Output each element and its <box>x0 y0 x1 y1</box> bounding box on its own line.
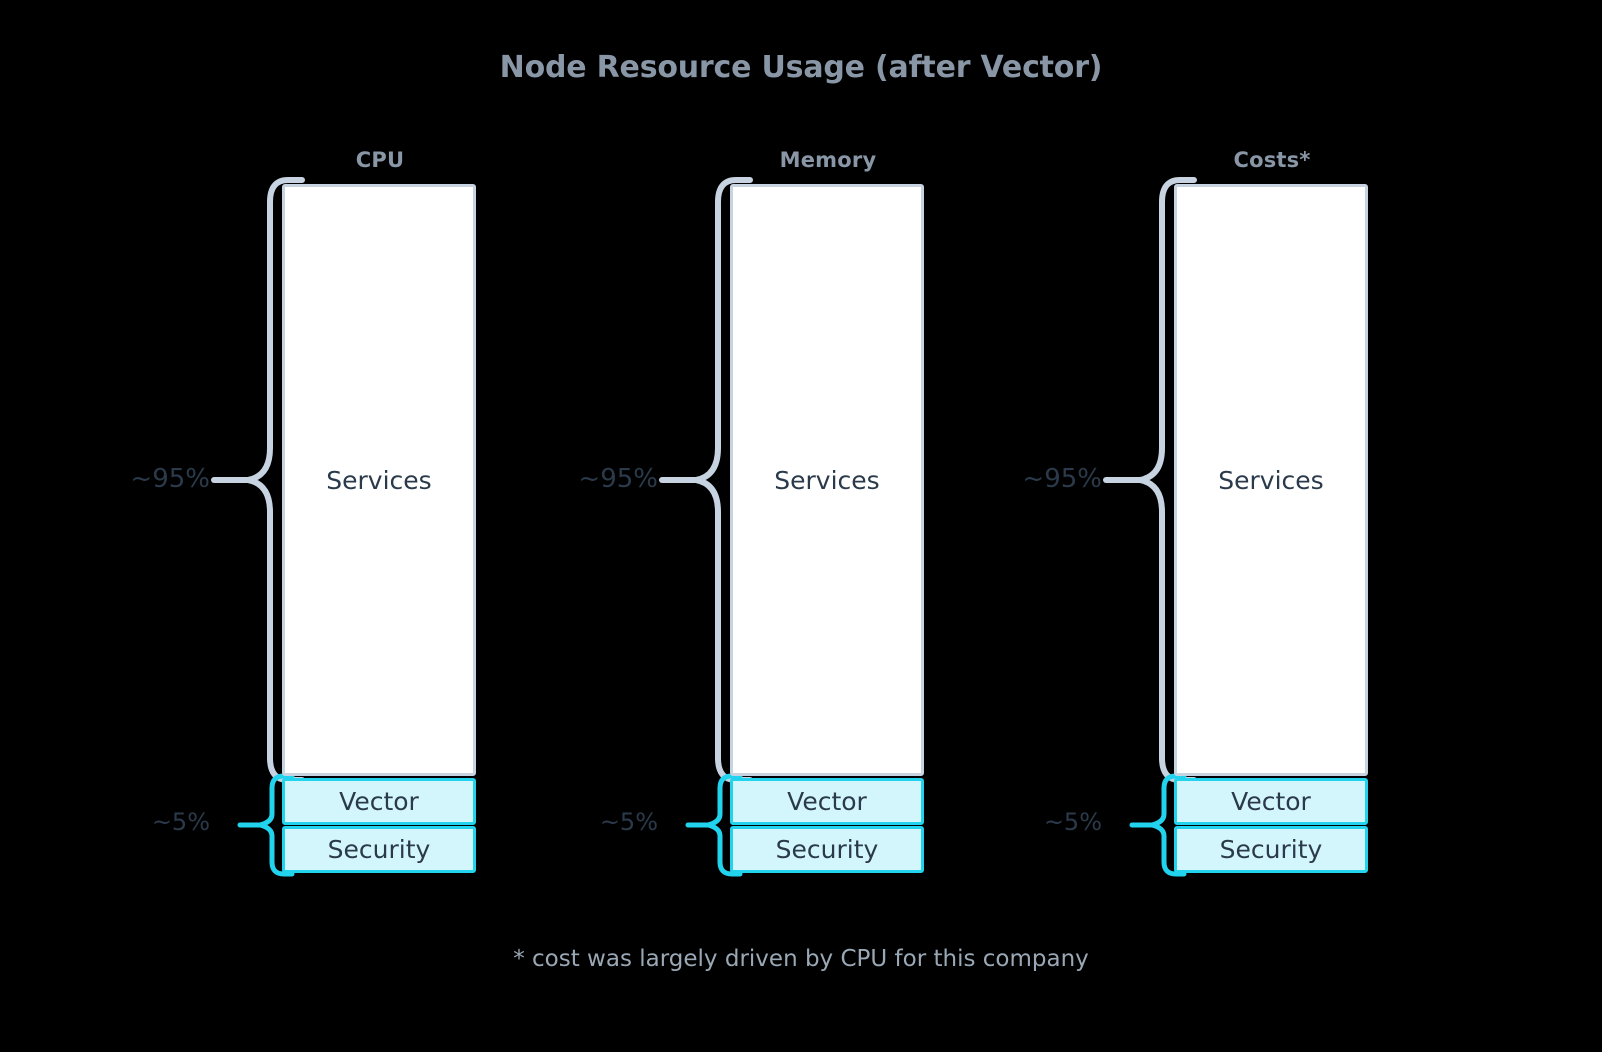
bar-vector-memory: Vector <box>730 778 924 825</box>
bar-services-costs: Services <box>1174 184 1368 776</box>
bar-label-security-cpu: Security <box>327 835 431 864</box>
chart-footnote: * cost was largely driven by CPU for thi… <box>513 946 1089 972</box>
bar-services-memory: Services <box>730 184 924 776</box>
percent-label-services-costs: ~95% <box>1022 464 1102 494</box>
bar-services-cpu: Services <box>282 184 476 776</box>
bar-label-services-costs: Services <box>1218 465 1324 495</box>
chart-column-cpu: CPU ~95% ~5% Services Vector Security <box>40 0 476 1052</box>
percent-label-agents-costs: ~5% <box>1043 808 1102 836</box>
column-header-costs: Costs* <box>1233 148 1311 172</box>
bar-security-costs: Security <box>1174 826 1368 873</box>
percent-label-services-cpu: ~95% <box>130 464 210 494</box>
chart-column-memory: Memory ~95% ~5% Services Vector Security <box>488 0 924 1052</box>
percent-label-services-memory: ~95% <box>578 464 658 494</box>
column-header-cpu: CPU <box>355 148 405 172</box>
bar-security-memory: Security <box>730 826 924 873</box>
chart-title: Node Resource Usage (after Vector) <box>499 50 1103 85</box>
bar-label-services-memory: Services <box>774 465 880 495</box>
percent-label-agents-memory: ~5% <box>599 808 658 836</box>
bar-label-vector-costs: Vector <box>1231 787 1311 816</box>
bar-vector-costs: Vector <box>1174 778 1368 825</box>
bar-label-services-cpu: Services <box>326 465 432 495</box>
bar-vector-cpu: Vector <box>282 778 476 825</box>
chart-column-costs: Costs* ~95% ~5% Services Vector Security <box>932 0 1368 1052</box>
percent-label-agents-cpu: ~5% <box>151 808 210 836</box>
column-header-memory: Memory <box>779 148 877 172</box>
bar-label-vector-cpu: Vector <box>339 787 419 816</box>
bar-label-security-costs: Security <box>1219 835 1323 864</box>
bar-label-vector-memory: Vector <box>787 787 867 816</box>
bar-security-cpu: Security <box>282 826 476 873</box>
bar-label-security-memory: Security <box>775 835 879 864</box>
